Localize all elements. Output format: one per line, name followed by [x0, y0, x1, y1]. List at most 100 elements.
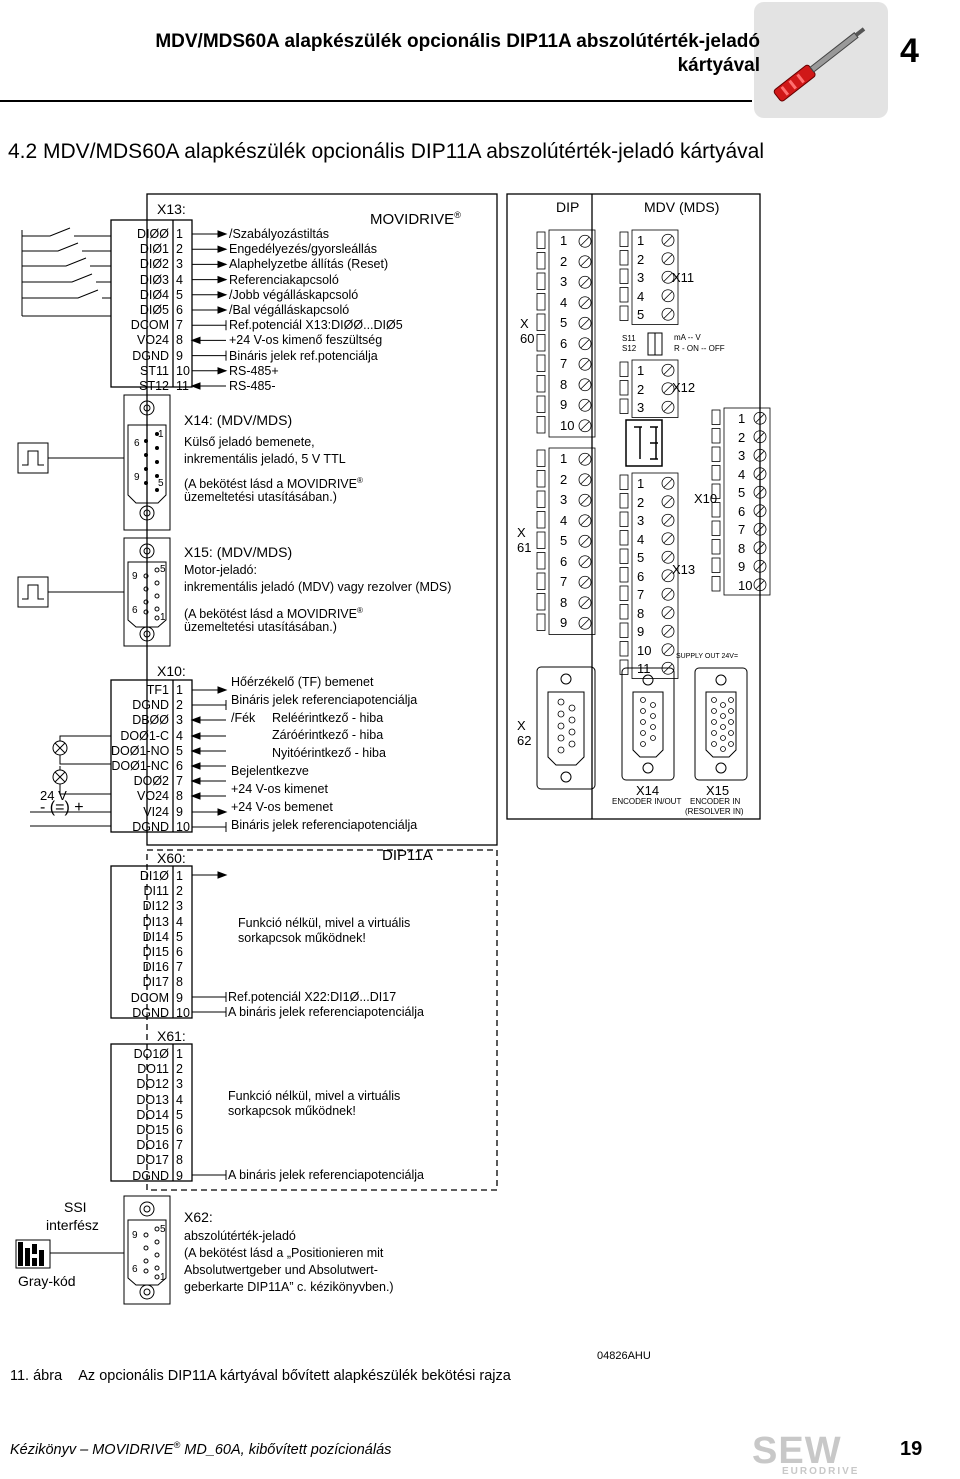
x13-terminal-number: 5 [176, 287, 183, 302]
terminal-clamp [536, 395, 546, 413]
terminal-screw [661, 532, 675, 546]
terminal-screw [661, 495, 675, 509]
x10-terminal-description: Hőérzékelő (TF) bemenet [231, 675, 374, 689]
panel-x14-label: X14 [636, 783, 660, 798]
terminal-clamp [711, 502, 721, 518]
connector-pin [711, 697, 717, 703]
terminal-clamp [536, 470, 546, 488]
x10-terminal-name: DBØØ [132, 713, 169, 728]
terminal-clamp [619, 511, 629, 527]
section-title: 4.2 MDV/MDS60A alapkészülék opcionális D… [8, 140, 764, 163]
x10-terminal-description: Reléérintkező - hiba [272, 711, 384, 725]
mdv-x11-label: X11 [672, 270, 695, 285]
mdv-x10-number: 4 [738, 466, 746, 482]
arrow-head [190, 747, 201, 755]
terminal-clamp [619, 530, 629, 546]
terminal-screw [661, 643, 675, 657]
connector-pin [728, 708, 734, 714]
arrow-head [190, 762, 201, 770]
page-number: 19 [900, 1438, 923, 1460]
x60-terminal-number: 2 [176, 884, 183, 899]
header-tab [754, 2, 888, 118]
terminal-clamp [619, 361, 629, 377]
terminal-screw [753, 578, 767, 592]
mdv-x13-number: 11 [637, 661, 651, 676]
sew-logo: SEW [752, 1430, 842, 1472]
terminal-screw [661, 587, 675, 601]
x60-ref-2: A bináris jelek referenciapotenciálja [228, 1005, 424, 1019]
x13-terminal-name: VO24 [137, 333, 169, 348]
terminal-clamp [536, 272, 546, 290]
seven-segment-display [625, 419, 663, 467]
terminal-clamp [536, 613, 546, 631]
terminal-clamp [536, 354, 546, 372]
dip-x60-number: 7 [560, 356, 568, 371]
x13-label: X13: [157, 201, 186, 217]
x13-terminal-description: Bináris jelek ref.potenciálja [229, 348, 378, 363]
x60-terminal-name: DI15 [142, 945, 169, 959]
arrow-head [217, 260, 228, 269]
terminal-clamp [711, 520, 721, 536]
terminal-screw [578, 596, 592, 610]
mdv-x13-label: X13 [672, 562, 696, 577]
svg-text:6: 6 [132, 1264, 138, 1275]
terminal-screw [753, 541, 767, 555]
terminal-clamp [711, 428, 721, 444]
switch-mode-1: mA -- V [674, 333, 701, 342]
x10-terminal-description: +24 V-os bemenet [231, 800, 333, 814]
arrow-head [190, 382, 201, 390]
dip-x60-number: 1 [560, 233, 568, 248]
ssi-label: SSI [64, 1199, 87, 1215]
switch-mode-2: R - ON -- OFF [674, 344, 725, 353]
dip-x61-number: 7 [560, 574, 568, 589]
terminal-screw [753, 485, 767, 499]
x10-terminal-name: DGND [132, 698, 169, 713]
connector-pin [711, 719, 717, 725]
terminal-clamp [536, 490, 546, 508]
x62-desc-3: Absolutwertgeber und Absolutwert- [184, 1263, 378, 1277]
x61-terminal-name: DO17 [136, 1153, 169, 1168]
switches [21, 227, 111, 317]
x13-terminal-number: 10 [176, 363, 190, 378]
svg-text:6: 6 [132, 605, 138, 616]
header-rule [0, 100, 752, 102]
x13-terminal-name: ST12 [139, 379, 169, 393]
arrow-head [190, 792, 201, 800]
terminal-clamp [711, 465, 721, 481]
x13-terminal-number: 6 [176, 303, 183, 317]
connector-pin [640, 697, 646, 703]
x15-desc-2: inkrementális jeladó (MDV) vagy rezolver… [184, 580, 452, 594]
connector-pin [650, 735, 656, 741]
x62-desc-4: geberkarte DIP11A” c. kézikönyvben.) [184, 1280, 394, 1294]
x13-terminal-name: DIØ4 [139, 287, 169, 302]
x10-label: X10: [157, 663, 186, 679]
x61-note-2: sorkapcsok működnek! [228, 1104, 356, 1118]
mdv-x10-number: 8 [738, 540, 746, 556]
terminal-screw [753, 448, 767, 462]
terminal-clamp [619, 548, 629, 564]
x60-terminal-name: DI14 [142, 929, 169, 944]
x13-terminal-name: DIØ5 [139, 303, 169, 317]
x62-desc-2: (A bekötést lásd a „Positionieren mit [184, 1246, 384, 1260]
connector-pin [557, 710, 565, 718]
page-header-title: MDV/MDS60A alapkészülék opcionális DIP11… [155, 31, 760, 76]
connector-pin [711, 730, 717, 736]
dip-x61-number: 5 [560, 533, 568, 548]
x10-terminal-number: 5 [176, 743, 183, 758]
arrow-head [217, 871, 228, 879]
x10-terminal-name: DOØ1-NC [111, 759, 169, 773]
terminal-clamp [536, 552, 546, 570]
terminal-clamp [619, 585, 629, 601]
x10-terminal-name: VO24 [137, 789, 169, 804]
terminal-screw [578, 255, 592, 269]
dip11a-frame [146, 849, 498, 1191]
terminal-clamp [536, 593, 546, 611]
x13-terminal-description: Ref.potenciál X13:DIØØ...DIØ5 [229, 318, 403, 333]
terminal-clamp [536, 252, 546, 270]
x13-terminal-number: 9 [176, 348, 183, 363]
mdv-x13-number: 8 [637, 605, 645, 621]
dip-x60-number: 5 [560, 315, 568, 330]
terminal-screw [661, 550, 675, 564]
terminal-screw [661, 307, 675, 321]
